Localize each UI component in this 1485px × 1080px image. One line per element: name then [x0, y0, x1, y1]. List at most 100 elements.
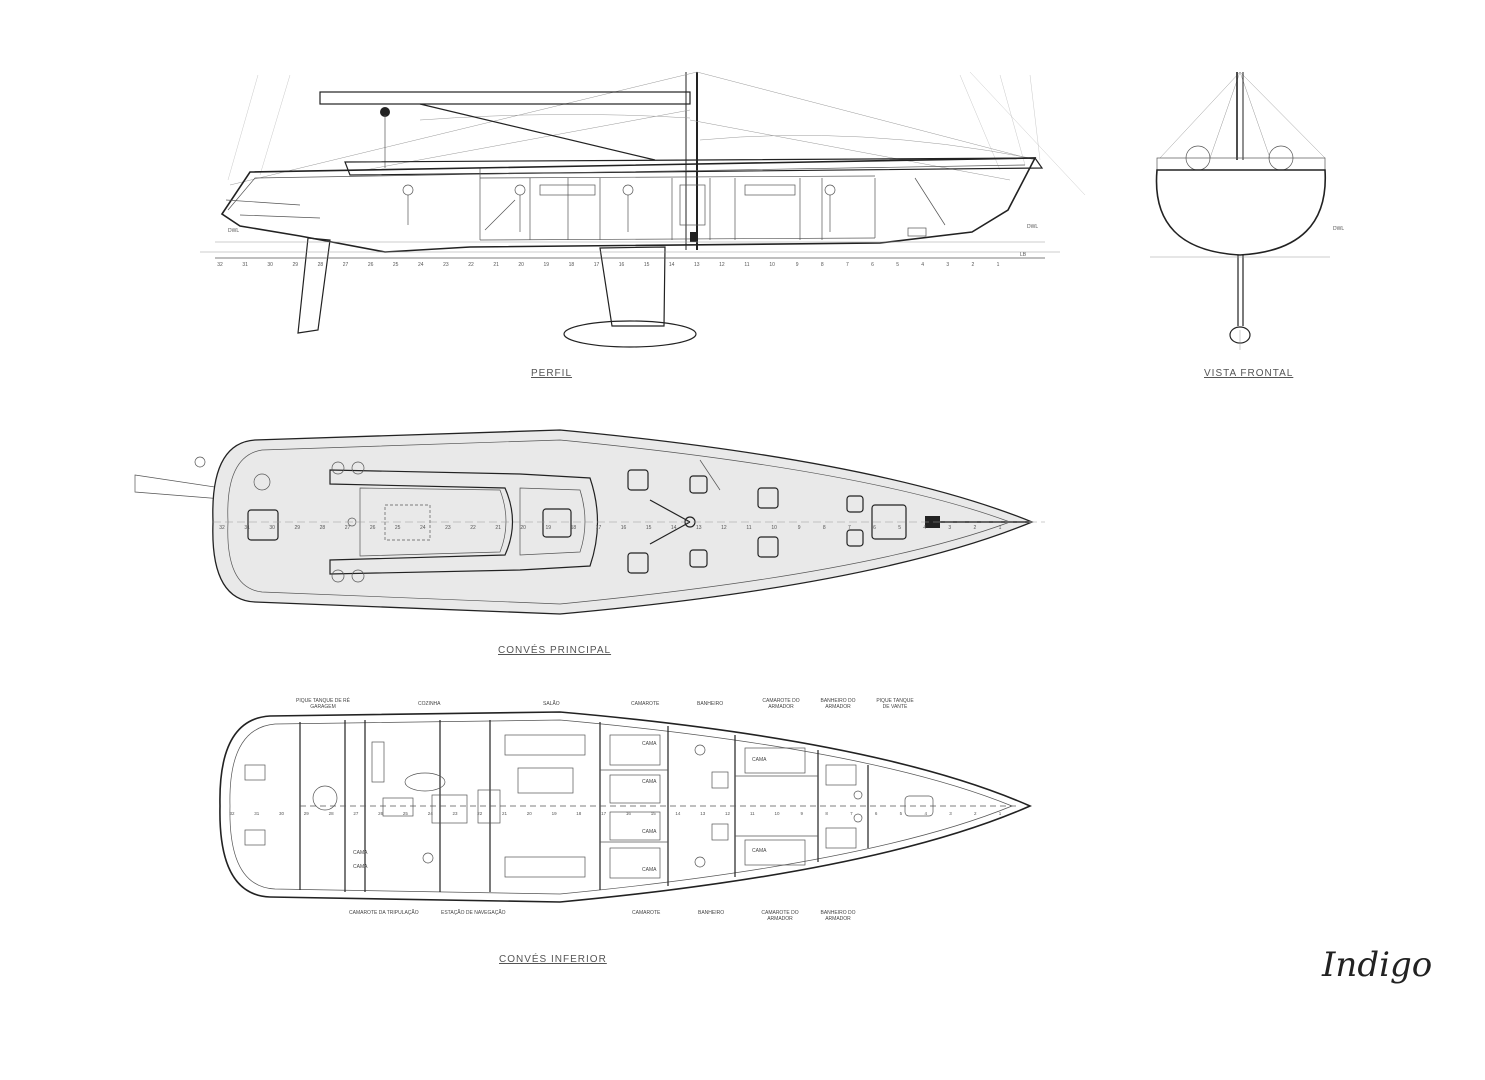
- profile-station-28: 28: [318, 262, 324, 268]
- room-label-cabin-bottom: CAMAROTE: [632, 910, 661, 916]
- deck-station-6: 6: [873, 525, 876, 531]
- lower-station-25: 25: [403, 811, 409, 816]
- profile-station-27: 27: [343, 262, 349, 268]
- front-view-title: VISTA FRONTAL: [1204, 368, 1294, 379]
- deck-station-13: 13: [696, 525, 702, 531]
- lower-station-16: 16: [626, 811, 632, 816]
- profile-station-29: 29: [293, 262, 299, 268]
- deck-station-7: 7: [848, 525, 851, 531]
- lower-deck-outline: [219, 711, 1032, 903]
- deck-station-30: 30: [269, 525, 275, 531]
- profile-station-1: 1: [997, 262, 1000, 268]
- deck-station-24: 24: [420, 525, 426, 531]
- hull-profile: [220, 157, 1037, 253]
- profile-station-21: 21: [493, 262, 499, 268]
- profile-station-5: 5: [896, 262, 899, 268]
- lb-mark: LB: [1020, 252, 1027, 258]
- berth-label: CAMA: [642, 741, 657, 747]
- deck-station-11: 11: [746, 525, 751, 531]
- profile-station-9: 9: [796, 262, 799, 268]
- profile-station-31: 31: [242, 262, 248, 268]
- profile-station-15: 15: [644, 262, 650, 268]
- deck-station-16: 16: [621, 525, 627, 531]
- room-label-owner-cabin-bottom: CAMAROTE DO ARMADOR: [761, 910, 799, 922]
- berth-label: CAMA: [752, 757, 767, 763]
- lower-station-23: 23: [452, 811, 458, 816]
- profile-station-24: 24: [418, 262, 424, 268]
- keel-bulb: [563, 320, 697, 348]
- profile-station-4: 4: [921, 262, 924, 268]
- room-label-bathroom-bottom: BANHEIRO: [698, 910, 725, 916]
- room-label-aft-peak-garage: PIQUE TANQUE DE RÉ GARAGEM: [296, 698, 350, 710]
- deck-station-10: 10: [771, 525, 777, 531]
- lower-station-1: 1: [999, 811, 1002, 816]
- profile-station-17: 17: [594, 262, 600, 268]
- profile-station-8: 8: [821, 262, 824, 268]
- profile-station-23: 23: [443, 262, 449, 268]
- room-label-bathroom-top: BANHEIRO: [697, 701, 724, 707]
- profile-station-18: 18: [569, 262, 575, 268]
- lower-station-2: 2: [974, 811, 977, 816]
- dwl-mark-front: DWL: [1333, 226, 1344, 232]
- lower-station-13: 13: [700, 811, 706, 816]
- room-label-saloon: SALÃO: [543, 701, 560, 707]
- profile-station-19: 19: [544, 262, 550, 268]
- deck-station-2: 2: [974, 525, 977, 531]
- berth-label: CAMA: [353, 850, 368, 856]
- deck-station-25: 25: [395, 525, 401, 531]
- profile-station-16: 16: [619, 262, 625, 268]
- deck-station-12: 12: [721, 525, 727, 531]
- lower-deck-view-title: CONVÉS INFERIOR: [499, 954, 607, 965]
- profile-station-10: 10: [769, 262, 775, 268]
- lower-station-18: 18: [576, 811, 582, 816]
- deck-station-29: 29: [295, 525, 301, 531]
- lower-station-3: 3: [949, 811, 952, 816]
- lower-station-14: 14: [675, 811, 681, 816]
- lower-station-8: 8: [825, 811, 828, 816]
- berth-label: CAMA: [642, 829, 657, 835]
- main-deck-view-title: CONVÉS PRINCIPAL: [498, 645, 612, 656]
- cockpit: [329, 469, 599, 575]
- lower-station-7: 7: [850, 811, 853, 816]
- deck-station-18: 18: [571, 525, 577, 531]
- berth-label: CAMA: [353, 864, 368, 870]
- lower-station-31: 31: [254, 811, 260, 816]
- deck-station-23: 23: [445, 525, 451, 531]
- dwl-mark-left: DWL: [228, 228, 239, 234]
- profile-station-3: 3: [946, 262, 949, 268]
- room-label-crew-cabin: CAMAROTE DA TRIPULAÇÃO: [349, 910, 419, 916]
- profile-station-14: 14: [669, 262, 675, 268]
- deck-station-19: 19: [546, 525, 552, 531]
- profile-station-6: 6: [871, 262, 874, 268]
- dwl-mark-right: DWL: [1027, 224, 1038, 230]
- deck-station-15: 15: [646, 525, 652, 531]
- front-hull: [1155, 169, 1327, 256]
- lower-station-21: 21: [502, 811, 508, 816]
- deck-station-32: 32: [219, 525, 225, 531]
- profile-view-title: PERFIL: [531, 368, 573, 379]
- keel-fin: [599, 246, 666, 327]
- lower-station-30: 30: [279, 811, 285, 816]
- lower-station-29: 29: [304, 811, 310, 816]
- front-view: DWL: [1150, 71, 1344, 350]
- lower-station-20: 20: [527, 811, 533, 816]
- lower-station-6: 6: [875, 811, 878, 816]
- berth-label: CAMA: [642, 779, 657, 785]
- deck-station-20: 20: [520, 525, 526, 531]
- profile-interior: [402, 175, 946, 242]
- deck-station-17: 17: [596, 525, 602, 531]
- profile-station-2: 2: [972, 262, 975, 268]
- room-label-owner-cabin-top: CAMAROTE DO ARMADOR: [762, 698, 800, 710]
- lower-station-15: 15: [651, 811, 657, 816]
- lower-station-22: 22: [477, 811, 483, 816]
- berth-label: CAMA: [752, 848, 767, 854]
- deck-station-1: 1: [999, 525, 1002, 531]
- deck-station-31: 31: [244, 525, 250, 531]
- rigging-lines: [227, 71, 1086, 250]
- berth-label: CAMA: [642, 867, 657, 873]
- yacht-name-signature: Indigo: [1322, 945, 1433, 985]
- profile-station-26: 26: [368, 262, 374, 268]
